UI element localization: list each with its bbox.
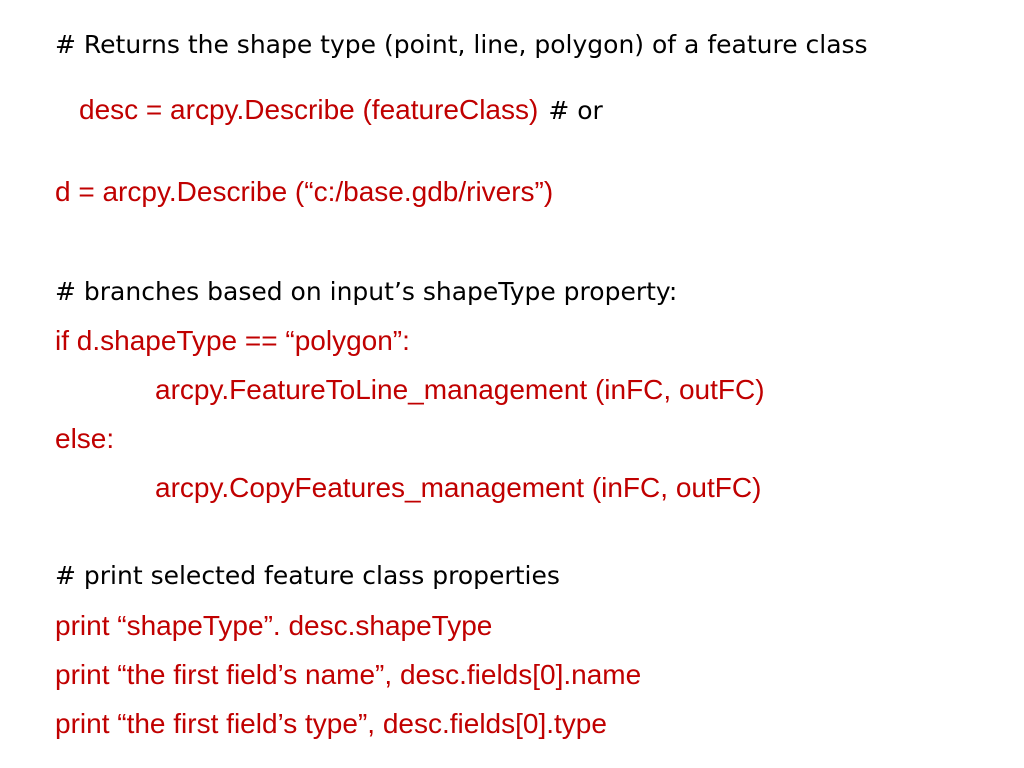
print-field-name: print “the first field’s name”, desc.fie… <box>55 659 642 690</box>
comment-print: # print selected feature class propertie… <box>55 561 560 590</box>
d-assignment: d = arcpy.Describe (“c:/base.gdb/rivers”… <box>55 176 554 207</box>
print-shape-type: print “shapeType”. desc.shapeType <box>55 610 493 641</box>
comment-branches: # branches based on input’s shapeType pr… <box>55 277 678 306</box>
desc-line: desc = arcpy.Describe (featureClass) # or <box>63 80 603 140</box>
comment-shape-type: # Returns the shape type (point, line, p… <box>55 30 868 59</box>
or-comment: # or <box>548 96 603 125</box>
feature-to-line-call: arcpy.FeatureToLine_management (inFC, ou… <box>155 374 765 405</box>
if-statement: if d.shapeType == “polygon”: <box>55 325 410 356</box>
copy-features-call: arcpy.CopyFeatures_management (inFC, out… <box>155 472 762 503</box>
print-field-type: print “the first field’s type”, desc.fie… <box>55 708 607 739</box>
else-statement: else: <box>55 423 115 454</box>
desc-assignment: desc = arcpy.Describe (featureClass) <box>79 94 539 125</box>
